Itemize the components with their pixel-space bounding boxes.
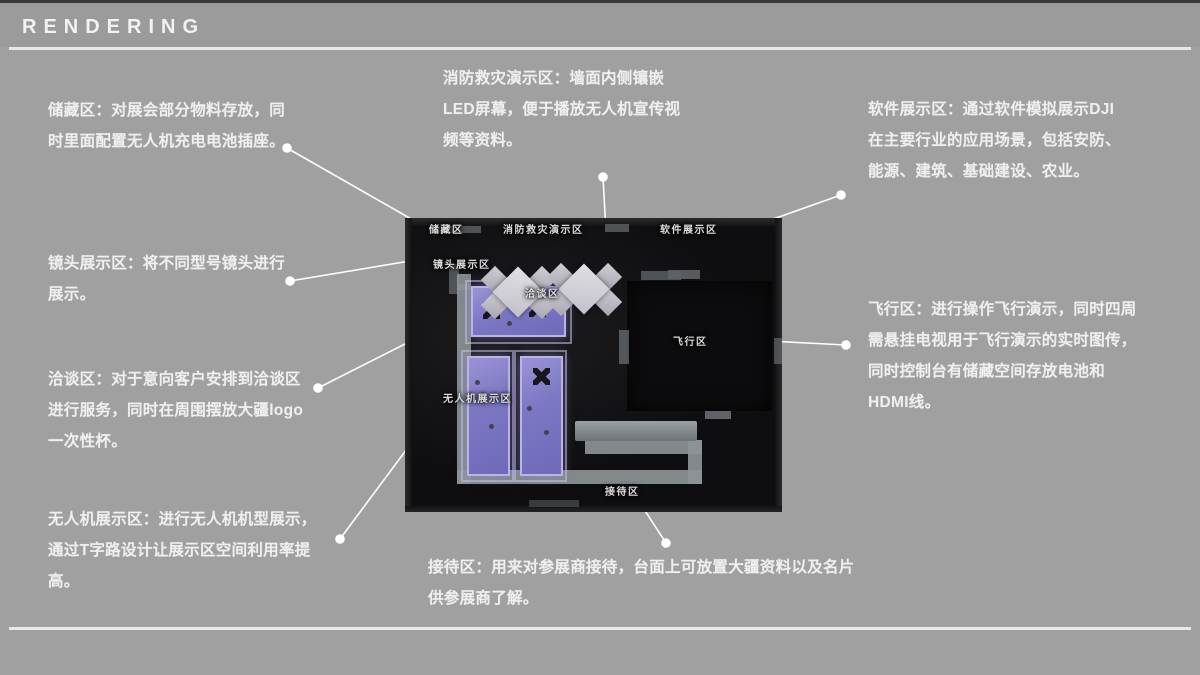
annotation-lens: 镜头展示区：将不同型号镜头进行展示。	[48, 255, 286, 303]
annotation-drone: 无人机展示区：进行无人机机型展示，通过T字路设计让展示区空间利用率提高。	[48, 511, 317, 590]
render-wall-left	[405, 218, 412, 512]
render-wall-right	[775, 218, 782, 512]
render-label-lens: 镜头展示区	[433, 260, 491, 271]
prop-dot	[527, 406, 532, 411]
flight-control-desk	[619, 330, 629, 364]
leader-dot-software	[836, 190, 846, 200]
meeting-table-cluster	[546, 262, 623, 317]
render-label-flight: 飞行区	[673, 337, 708, 348]
leader-dot-reception	[661, 538, 671, 548]
reception-back-panel	[529, 500, 579, 507]
page-title: RENDERING	[22, 16, 206, 38]
annotation-meeting: 洽谈区：对于意向客户安排到洽谈区进行服务，同时在周围摆放大疆logo一次性杯。	[48, 371, 304, 450]
annotation-flight: 飞行区：进行操作飞行演示，同时四周需悬挂电视用于飞行演示的实时图传，同时控制台有…	[868, 301, 1137, 411]
lens-display-cabinet	[449, 264, 459, 294]
prop-dot	[544, 430, 549, 435]
flight-wall-panel	[668, 270, 700, 279]
reception-desk	[575, 421, 697, 441]
leader-dot-fire	[598, 172, 608, 182]
render-label-storage: 储藏区	[429, 225, 464, 236]
drone-platform-right	[520, 356, 563, 476]
storage-cabinet	[429, 226, 481, 233]
booth-render-image: 储藏区 消防救灾演示区 软件展示区 镜头展示区 洽谈区 飞行区 无人机展示区 接…	[405, 218, 782, 512]
leader-storage	[286, 147, 421, 225]
render-label-meeting: 洽谈区	[525, 289, 560, 300]
header-divider	[9, 47, 1191, 50]
annotation-reception: 接待区：用来对参展商接待，台面上可放置大疆资料以及名片供参展商了解。	[428, 559, 855, 607]
prop-dot	[507, 321, 512, 326]
top-edge-bar	[0, 0, 1200, 3]
leader-dot-flight	[841, 340, 851, 350]
flight-panel-lower	[705, 411, 731, 419]
software-display-panel	[641, 271, 681, 280]
walkway-vertical-right	[688, 440, 702, 484]
platform-outline-left	[461, 350, 514, 482]
footer-band	[0, 630, 1200, 675]
render-label-reception: 接待区	[605, 487, 640, 498]
annotation-storage: 储藏区：对展会部分物料存放，同时里面配置无人机充电电池插座。	[48, 102, 286, 150]
platform-outline-right	[514, 350, 567, 482]
render-label-drone: 无人机展示区	[443, 394, 512, 405]
annotation-fire: 消防救灾演示区：墙面内侧镶嵌LED屏幕，便于播放无人机宣传视频等资料。	[443, 70, 681, 149]
led-screen-panel	[605, 224, 629, 232]
render-wall-top	[405, 218, 782, 226]
walkway-horizontal-middle	[585, 440, 702, 454]
prop-dot	[489, 424, 494, 429]
footer-divider	[9, 627, 1191, 630]
render-wall-bottom	[405, 506, 782, 512]
leader-dot-meeting	[313, 383, 323, 393]
drone-platform-left	[467, 356, 510, 476]
flight-panel-side	[774, 338, 782, 364]
annotation-software: 软件展示区：通过软件模拟展示DJI在主要行业的应用场景，包括安防、能源、建筑、基…	[868, 101, 1121, 180]
flight-zone-area	[627, 281, 772, 411]
render-label-fire: 消防救灾演示区	[503, 225, 584, 236]
render-label-software: 软件展示区	[660, 225, 718, 236]
header-band: RENDERING	[0, 3, 1200, 47]
leader-dot-drone	[335, 534, 345, 544]
prop-dot	[475, 380, 480, 385]
drone-model	[533, 368, 550, 385]
